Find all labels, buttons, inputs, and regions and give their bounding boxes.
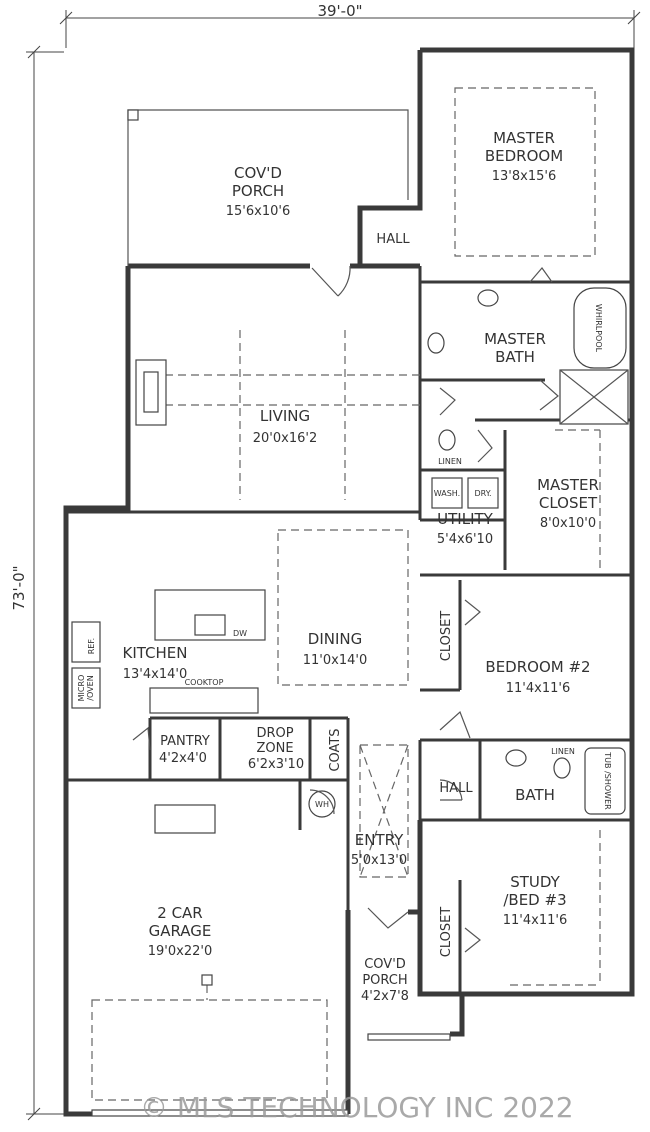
kitchen-size: 13'4x14'0	[123, 667, 187, 682]
garage-label-1: 2 CAR	[157, 904, 202, 922]
drop-zone-label-2: ZONE	[256, 741, 293, 756]
front-porch-size: 4'2x7'8	[361, 989, 409, 1004]
water-heater-label: WH	[315, 800, 329, 809]
master-bedroom-label-1: MASTER	[493, 129, 555, 147]
micro-oven-label-1: MICRO	[77, 675, 86, 702]
refrigerator-label: REF.	[87, 638, 96, 654]
bath-label: BATH	[515, 786, 555, 804]
master-bath-label-1: MASTER	[484, 330, 546, 348]
door-swings	[132, 265, 559, 953]
dimension-lines	[26, 10, 641, 1121]
master-bedroom-label-2: BEDROOM	[485, 147, 563, 165]
kitchen-label: KITCHEN	[123, 644, 188, 662]
hall-rear-label: HALL	[376, 232, 410, 247]
front-porch-label-1: COV'D	[364, 957, 406, 972]
cooktop-label: COOKTOP	[185, 678, 224, 687]
micro-oven-label-2: /OVEN	[86, 675, 95, 700]
garage-size: 19'0x22'0	[148, 944, 212, 959]
linen-master-label: LINEN	[438, 457, 462, 466]
width-dimension: 39'-0"	[317, 2, 362, 20]
coats-label: COATS	[328, 728, 343, 771]
entry-label: ENTRY	[355, 831, 404, 849]
drop-zone-label-1: DROP	[256, 726, 293, 741]
front-porch-label-2: PORCH	[362, 973, 407, 988]
tub-shower-label: TUB /SHOWER	[603, 751, 612, 810]
depth-dimension: 73'-0"	[10, 565, 28, 610]
drop-zone-size: 6'2x3'10	[248, 757, 304, 772]
rear-porch-label-2: PORCH	[232, 182, 284, 200]
bedroom2-size: 11'4x11'6	[506, 681, 570, 696]
hall-front-label: HALL	[439, 781, 473, 796]
study-label-1: STUDY	[510, 873, 560, 891]
entry-size: 5'0x13'0	[351, 853, 407, 868]
garage-label-2: GARAGE	[149, 922, 212, 940]
dryer-label: DRY.	[474, 489, 491, 498]
utility-size: 5'4x6'10	[437, 532, 493, 547]
dining-label: DINING	[308, 630, 362, 648]
living-size: 20'0x16'2	[253, 431, 317, 446]
pantry-label: PANTRY	[160, 734, 210, 749]
master-bath-label-2: BATH	[495, 348, 535, 366]
master-closet-label-2: CLOSET	[539, 494, 598, 512]
linen-bath-label: LINEN	[551, 747, 575, 756]
utility-label: UTILITY	[437, 510, 494, 528]
rear-porch-label-1: COV'D	[234, 164, 282, 182]
dishwasher-label: DW	[233, 629, 247, 638]
bedroom2-label: BEDROOM #2	[485, 658, 590, 676]
room-labels: MASTER BEDROOM 13'8x15'6 COV'D PORCH 15'…	[123, 129, 599, 1004]
fixtures	[71, 287, 629, 1117]
dining-size: 11'0x14'0	[303, 653, 367, 668]
watermark: © MLS TECHNOLOGY INC 2022	[140, 1091, 574, 1124]
living-label: LIVING	[260, 407, 310, 425]
rear-porch-outline	[127, 109, 409, 266]
washer-label: WASH.	[434, 489, 460, 498]
master-bedroom-size: 13'8x15'6	[492, 169, 556, 184]
whirlpool-label: WHIRLPOOL	[594, 304, 603, 353]
study-label-2: /BED #3	[503, 891, 566, 909]
interior-walls	[66, 208, 632, 994]
ceiling-lines	[91, 87, 601, 1101]
fixture-labels: WASH. DRY. LINEN LINEN REF. DW COOKTOP M…	[77, 304, 612, 810]
rear-porch-size: 15'6x10'6	[226, 204, 290, 219]
master-closet-label-1: MASTER	[537, 476, 599, 494]
study-size: 11'4x11'6	[503, 913, 567, 928]
closet-bed2-label: CLOSET	[439, 611, 454, 662]
pantry-size: 4'2x4'0	[159, 751, 207, 766]
closet-study-label: CLOSET	[439, 907, 454, 958]
master-closet-size: 8'0x10'0	[540, 516, 596, 531]
